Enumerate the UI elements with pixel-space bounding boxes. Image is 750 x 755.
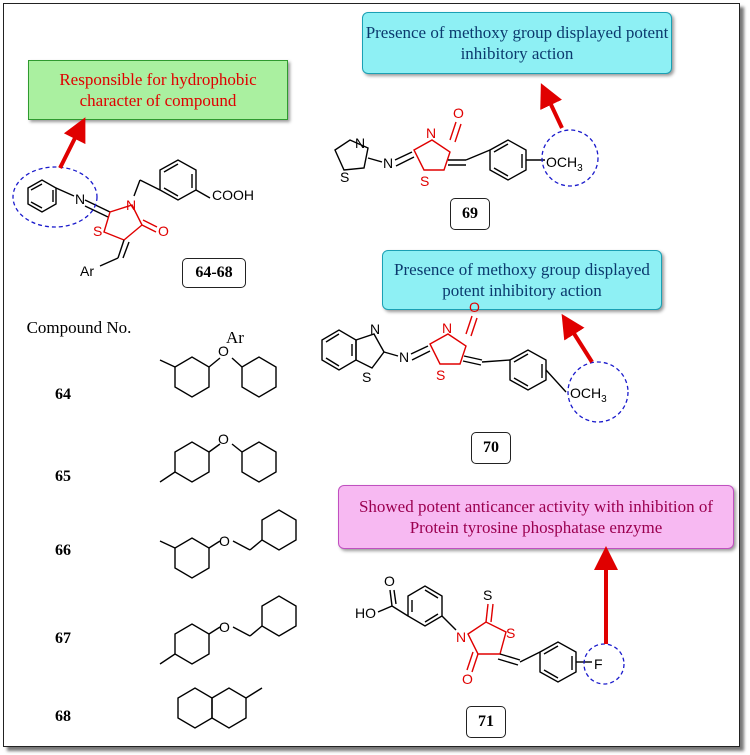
imine-n-atom: N — [75, 191, 85, 207]
fluoro-group-71: F — [594, 656, 603, 672]
ring-n-atom-71: N — [456, 629, 466, 645]
ether-o-atom-66: O — [219, 533, 230, 549]
carbonyl-o-atom-64: O — [158, 223, 169, 239]
ar-substituent-64: O — [159, 343, 277, 398]
methoxy-callout-70: Presence of methoxy group displayed pote… — [382, 250, 662, 310]
row-number-66: 66 — [55, 542, 71, 559]
imine-n-atom-70: N — [399, 349, 409, 365]
ar-substituent-68 — [177, 687, 263, 729]
thioxo-s-atom-71: S — [483, 587, 492, 603]
ring-n-atom-69: N — [426, 125, 436, 141]
ho-group-71: HO — [355, 605, 376, 621]
methoxy-highlight-circle-70 — [567, 361, 629, 423]
ring-n-atom-64: N — [126, 197, 136, 213]
acid-o-atom-71: O — [384, 573, 395, 589]
imine-n-atom-69: N — [383, 155, 393, 171]
structure-70: N S N N S O OCH3 — [321, 299, 629, 423]
anticancer-callout-71: Showed potent anticancer activity with i… — [338, 485, 734, 549]
thiazole-s-atom-69: S — [340, 169, 349, 185]
ar-substituent-66: O — [159, 509, 297, 579]
ether-o-atom-65: O — [218, 431, 229, 447]
series-label-64-68: 64-68 — [182, 258, 246, 288]
carbonyl-o-atom-70: O — [469, 299, 480, 315]
cooh-group: COOH — [212, 187, 254, 203]
arrow-to-methoxy-callout-69 — [540, 83, 564, 129]
ether-o-atom-64: O — [218, 343, 229, 359]
methoxy-group-69: OCH3 — [546, 154, 583, 174]
compound-label-69: 69 — [450, 198, 490, 230]
arrow-to-hydrophobic — [58, 117, 86, 169]
ring-s-atom-64: S — [93, 223, 102, 239]
carbonyl-o-atom-71: O — [462, 671, 473, 687]
structure-69: N S N N S O OCH3 — [334, 105, 599, 189]
fluoro-highlight-circle-71 — [583, 643, 625, 685]
phenyl-highlight-circle — [12, 166, 98, 228]
ar-substituent-67: O — [159, 595, 297, 665]
structure-64-68: N N S O Ar COOH — [12, 159, 254, 279]
ring-n-atom-70: N — [442, 320, 452, 336]
arrow-to-methoxy-callout-70 — [561, 313, 594, 364]
ring-s-atom-71: S — [506, 625, 515, 641]
row-number-68: 68 — [55, 708, 71, 725]
benzothiazole-s-atom: S — [362, 369, 371, 385]
carbonyl-o-atom-69: O — [453, 105, 464, 121]
ring-s-atom-70: S — [436, 367, 445, 383]
compound-no-heading: Compound No. — [26, 318, 132, 337]
row-number-67: 67 — [55, 630, 71, 647]
figure-frame — [3, 3, 740, 747]
ring-s-atom-69: S — [420, 173, 429, 189]
thiazole-n-atom-69: N — [355, 135, 365, 151]
methoxy-group-70: OCH3 — [570, 385, 607, 405]
structure-71: HO O N S S O F — [355, 573, 625, 687]
ar-heading: Ar — [226, 328, 244, 347]
ar-substituent-65: O — [159, 431, 277, 483]
row-number-65: 65 — [55, 468, 71, 485]
row-number-64: 64 — [55, 386, 71, 403]
ar-atom: Ar — [80, 263, 94, 279]
methoxy-highlight-circle-69 — [541, 129, 599, 187]
hydrophobic-callout: Responsible for hydrophobic character of… — [28, 60, 288, 120]
compound-label-71: 71 — [466, 706, 506, 738]
ether-o-atom-67: O — [219, 619, 230, 635]
methoxy-callout-69: Presence of methoxy group displayed pote… — [362, 12, 672, 74]
compound-label-70: 70 — [471, 432, 511, 464]
benzothiazole-n-atom: N — [370, 321, 380, 337]
